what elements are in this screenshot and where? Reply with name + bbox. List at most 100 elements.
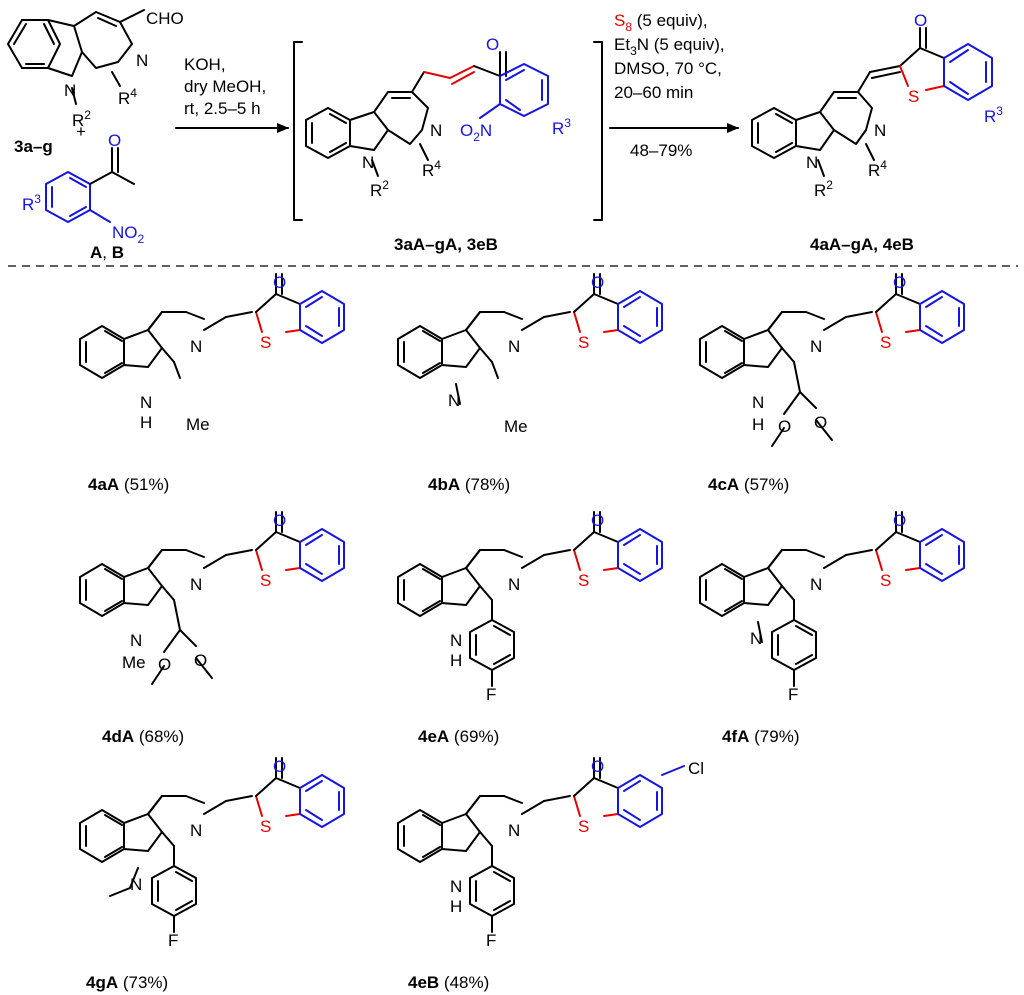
ex-4eA-s: S [578,571,589,590]
ex-4gA-caption: 4gA (73%) [86,973,168,992]
ex-4bA-nh: N [448,391,460,410]
ex-4dA-nh: N [130,631,142,650]
ex-4aA-caption: 4aA (51%) [88,475,169,494]
ex-4dA-o1: O [158,655,171,674]
left-bracket [293,41,303,221]
ex-4bA-o: O [591,273,604,292]
reagent-no2: NO2 [112,223,145,246]
example-4gA [79,757,345,933]
step2-yield: 48–79% [630,141,692,160]
product-r4: R4 [868,158,887,180]
example-4dA [79,511,345,685]
ex-4bA-caption: 4bA (78%) [428,475,510,494]
intermediate-indole-n: N [362,153,374,172]
ex-4gA-s: S [260,817,271,836]
intermediate-o: O [486,35,499,54]
ex-4fA-caption: 4fA (79%) [722,727,799,746]
product-r2: R2 [814,178,833,200]
ex-4eB-s: S [578,817,589,836]
ex-4dA-o2: O [194,651,207,670]
ex-4aA-me: Me [186,415,210,434]
start-r2: R2 [72,108,91,130]
ex-4cA-nh-h: H [752,415,764,434]
reagent-structure [45,147,135,223]
ex-4cA-n: N [810,337,822,356]
start-material-structure [7,9,145,105]
start-r4: R4 [118,86,137,108]
ex-4gA-f: F [168,931,178,950]
start-pyridine-n: N [136,51,148,70]
start-material-label: 3a–g [14,137,53,156]
example-4eB [397,757,685,933]
ex-4dA-s: S [260,571,271,590]
example-4bA [397,273,663,405]
ex-4fA-nh: N [750,629,762,648]
ex-4eA-n: N [508,575,520,594]
example-4cA [699,273,965,447]
ex-4bA-me: Me [504,417,528,436]
step1-condition-2: dry MeOH, [184,77,266,96]
step2-s8: S8 (5 equiv), [614,11,708,34]
step2-condition-3: DMSO, 70 °C, [614,59,722,78]
intermediate-r3: R3 [552,116,571,138]
ex-4eA-o: O [591,511,604,530]
intermediate-label: 3aA–gA, 3eB [394,235,498,254]
ex-4bA-n: N [508,337,520,356]
product-indole-n: N [806,153,818,172]
intermediate-r4: R4 [422,158,441,180]
reagent-o: O [108,131,121,150]
ex-4dA-nme: Me [122,653,146,672]
ex-4aA-n: N [190,337,202,356]
ex-4eB-cl: Cl [688,759,704,778]
ex-4fA-s: S [880,571,891,590]
step1-condition-3: rt, 2.5–5 h [184,99,261,118]
ex-4fA-o: O [893,511,906,530]
start-cho-label: CHO [146,9,184,28]
ex-4fA-n: N [810,575,822,594]
ex-4aA-nh: N [140,393,152,412]
product-label: 4aA–gA, 4eB [810,235,914,254]
ex-4cA-o1: O [778,417,791,436]
ex-4cA-o2: O [814,413,827,432]
ex-4cA-o: O [893,273,906,292]
ex-4fA-f: F [788,685,798,704]
intermediate-pyridine-n: N [430,121,442,140]
ex-4aA-o: O [273,273,286,292]
intermediate-r2: R2 [370,178,389,200]
reagent-label: A, B [90,243,124,262]
product-structure [751,27,993,177]
ex-4eB-nh: N [450,877,462,896]
ex-4eA-nh-h: H [450,651,462,670]
ex-4gA-o: O [273,757,286,776]
example-4fA [699,511,965,687]
example-4eA [397,511,663,687]
ex-4dA-o: O [273,511,286,530]
product-s: S [908,87,919,106]
ex-4cA-caption: 4cA (57%) [708,475,789,494]
ex-4eB-f: F [486,931,496,950]
ex-4eB-o: O [591,757,604,776]
example-4aA [79,273,345,379]
ex-4gA-n: N [190,821,202,840]
intermediate-no2: O2N [460,121,492,144]
ex-4dA-caption: 4dA (68%) [102,727,184,746]
ex-4bA-s: S [578,333,589,352]
reagent-r3: R3 [22,192,41,214]
start-indole-n: N [64,81,76,100]
ex-4eA-nh: N [450,631,462,650]
ex-4eA-f: F [486,685,496,704]
intermediate-structure [305,51,549,177]
ex-4aA-s: S [260,333,271,352]
ex-4eA-caption: 4eA (69%) [418,727,499,746]
ex-4aA-nh-h: H [140,413,152,432]
ex-4eB-n: N [508,821,520,840]
step1-condition-1: KOH, [184,55,226,74]
step2-et3n: Et3N (5 equiv), [614,35,725,58]
ex-4cA-nh: N [752,393,764,412]
ex-4dA-n: N [190,575,202,594]
step2-condition-4: 20–60 min [614,83,693,102]
ex-4cA-s: S [880,333,891,352]
product-o: O [914,11,927,30]
right-bracket [593,41,603,221]
